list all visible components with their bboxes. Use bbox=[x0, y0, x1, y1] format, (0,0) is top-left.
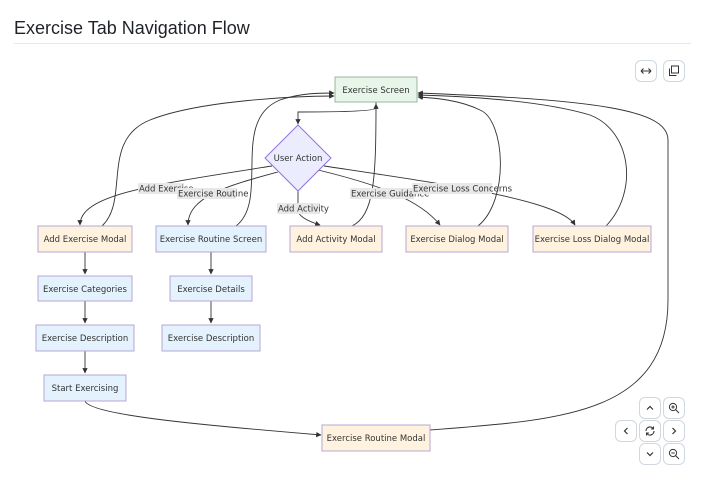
label-exercise-guidance: Exercise Guidance bbox=[351, 190, 429, 200]
zoom-out-icon bbox=[668, 448, 680, 460]
copy-button[interactable] bbox=[663, 60, 685, 82]
edge-return-routine bbox=[235, 90, 335, 227]
edges bbox=[77, 90, 669, 438]
node-add-exercise-modal-label: Add Exercise Modal bbox=[44, 235, 127, 245]
node-exercise-description-1 bbox=[35, 324, 135, 352]
pan-left-button[interactable] bbox=[615, 420, 637, 442]
edge-return-dialog bbox=[417, 94, 501, 227]
edge-labels: Add Exercise Exercise Routine Add Activi… bbox=[138, 183, 513, 215]
pan-up-button[interactable] bbox=[639, 397, 661, 419]
node-exercise-loss-dialog-modal-label: Exercise Loss Dialog Modal bbox=[535, 235, 650, 245]
node-exercise-loss-dialog-modal bbox=[532, 225, 652, 253]
node-exercise-categories bbox=[37, 275, 133, 302]
chevron-right-icon bbox=[672, 427, 677, 435]
node-exercise-routine-modal bbox=[321, 424, 431, 452]
nodes: Exercise Screen User Action Add Exercise… bbox=[35, 76, 652, 452]
title-divider bbox=[14, 43, 691, 44]
node-exercise-routine-modal-label: Exercise Routine Modal bbox=[327, 434, 426, 444]
chevron-up-icon bbox=[646, 405, 654, 410]
node-start-exercising bbox=[43, 374, 127, 402]
node-exercise-screen bbox=[334, 76, 418, 103]
node-exercise-dialog-modal-label: Exercise Dialog Modal bbox=[410, 235, 503, 245]
node-exercise-description-2 bbox=[161, 324, 261, 352]
zoom-in-button[interactable] bbox=[663, 397, 685, 419]
edge-return-routine-modal bbox=[417, 90, 669, 431]
node-exercise-routine-screen bbox=[155, 225, 267, 253]
node-exercise-details-label: Exercise Details bbox=[177, 285, 245, 295]
edge-start-to-routine-modal bbox=[84, 400, 322, 438]
node-add-activity-modal-label: Add Activity Modal bbox=[296, 235, 375, 245]
expand-horizontal-icon bbox=[640, 68, 652, 74]
node-exercise-screen-label: Exercise Screen bbox=[342, 86, 409, 96]
zoom-out-button[interactable] bbox=[663, 443, 685, 465]
chevron-left-icon bbox=[623, 427, 628, 435]
node-add-exercise-modal bbox=[37, 225, 133, 253]
copy-icon bbox=[669, 65, 679, 76]
reset-icon bbox=[645, 426, 655, 436]
edge-screen-to-action bbox=[295, 102, 377, 125]
reset-button[interactable] bbox=[639, 420, 661, 442]
label-exercise-routine: Exercise Routine bbox=[178, 190, 249, 200]
node-exercise-categories-label: Exercise Categories bbox=[43, 285, 127, 295]
chevron-down-icon bbox=[646, 452, 654, 457]
pan-down-button[interactable] bbox=[639, 443, 661, 465]
pan-right-button[interactable] bbox=[663, 420, 685, 442]
node-add-activity-modal bbox=[289, 225, 383, 253]
zoom-in-icon bbox=[668, 402, 680, 414]
node-start-exercising-label: Start Exercising bbox=[52, 384, 119, 394]
node-exercise-routine-screen-label: Exercise Routine Screen bbox=[160, 235, 262, 245]
node-exercise-dialog-modal bbox=[405, 225, 509, 253]
node-exercise-description-2-label: Exercise Description bbox=[168, 334, 254, 344]
page-title: Exercise Tab Navigation Flow bbox=[14, 18, 250, 38]
edge-return-loss bbox=[417, 92, 627, 227]
node-exercise-details bbox=[169, 275, 253, 302]
edge-return-activity bbox=[351, 103, 379, 227]
label-add-exercise: Add Exercise bbox=[139, 185, 194, 195]
edge-add-exercise bbox=[77, 165, 273, 226]
node-exercise-description-1-label: Exercise Description bbox=[42, 334, 128, 344]
node-user-action-label: User Action bbox=[274, 154, 323, 164]
label-add-activity: Add Activity bbox=[278, 205, 329, 215]
node-user-action bbox=[264, 124, 332, 192]
expand-button[interactable] bbox=[635, 60, 657, 82]
label-exercise-loss-concerns: Exercise Loss Concerns bbox=[413, 185, 513, 195]
